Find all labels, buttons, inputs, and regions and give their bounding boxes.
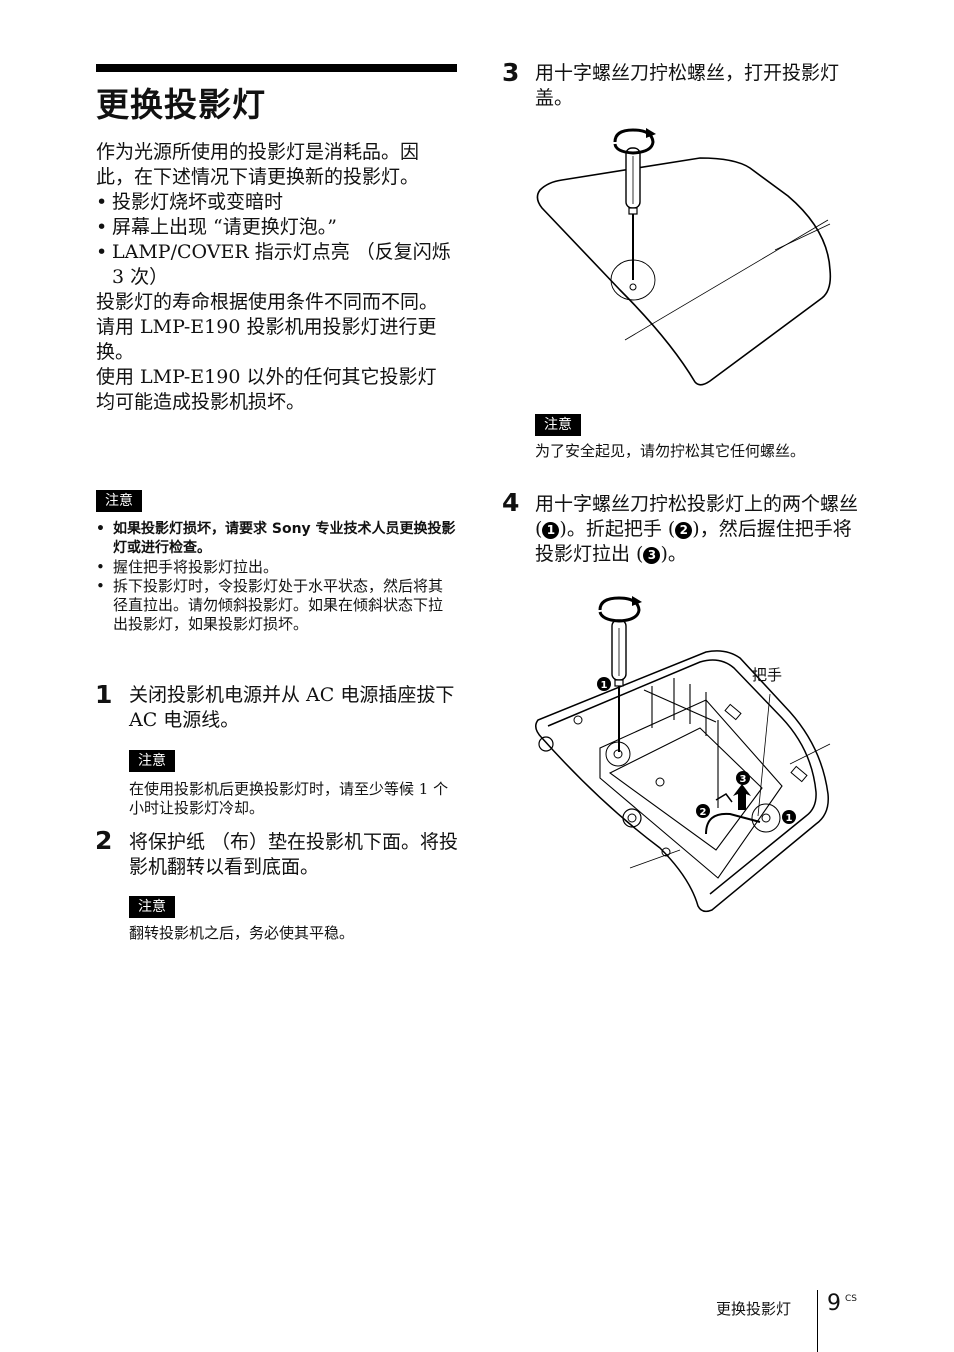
note-label: 注意 bbox=[129, 896, 175, 918]
step-text: 关闭投影机电源并从 AC 电源插座拔下 AC 电源线。 bbox=[129, 684, 455, 731]
svg-text:2: 2 bbox=[700, 807, 707, 818]
lamp-handle bbox=[705, 812, 761, 835]
marker-1-icon: 1 bbox=[542, 522, 560, 539]
intro-paragraph-3: 请用 LMP-E190 投影机用投影灯进行更换。 bbox=[96, 316, 437, 363]
step-number: 4 bbox=[502, 488, 520, 517]
handle-label: 把手 bbox=[752, 666, 783, 684]
step-text: 将保护纸 （布）垫在投影机下面。将投影机翻转以看到底面。 bbox=[129, 831, 459, 878]
rotate-arrow-icon bbox=[613, 128, 656, 155]
caution-list: •如果投影灯损坏，请要求 Sony 专业技术人员更换投影灯或进行检查。 •握住把… bbox=[96, 520, 456, 634]
figure-lamp-removal: 1 3 2 1 bbox=[535, 596, 831, 913]
note-label: 注意 bbox=[129, 750, 175, 772]
intro-bullet: •投影灯烧坏或变暗时 bbox=[96, 191, 284, 213]
page-title: 更换投影灯 bbox=[96, 85, 266, 124]
fold-arrow-icon bbox=[715, 793, 733, 803]
step-number: 3 bbox=[502, 58, 520, 87]
step-note-text: 翻转投影机之后，务必使其平稳。 bbox=[129, 924, 355, 942]
caution-block: 注意 bbox=[96, 490, 142, 512]
projector-bottom-outline bbox=[536, 157, 832, 386]
marker-2-icon: 2 bbox=[675, 522, 693, 539]
step-note-text: 在使用投影机后更换投影灯时，请至少等候 1 个小时让投影灯冷却。 bbox=[129, 780, 449, 817]
footer-divider bbox=[817, 1290, 818, 1352]
pull-arrow-icon bbox=[733, 784, 751, 810]
marker-1-icon: 1 bbox=[782, 810, 796, 824]
step-note: 注意 bbox=[129, 750, 175, 772]
title-rule bbox=[96, 64, 457, 72]
footer-section-title: 更换投影灯 bbox=[716, 1300, 792, 1318]
svg-text:1: 1 bbox=[786, 813, 793, 824]
marker-3-icon: 3 bbox=[736, 771, 750, 785]
guide-line bbox=[624, 219, 829, 341]
intro-bullet: •屏幕上出现 “请更换灯泡。” bbox=[96, 216, 337, 238]
figure-lamp-cover bbox=[536, 128, 832, 386]
screwdriver-icon bbox=[625, 147, 641, 280]
svg-text:1: 1 bbox=[601, 680, 608, 691]
page-number: 9 bbox=[827, 1291, 841, 1316]
marker-1-icon: 1 bbox=[597, 677, 611, 691]
intro-block: 作为光源所使用的投影灯是消耗品。因此，在下述情况下请更换新的投影灯。 •投影灯烧… bbox=[96, 140, 451, 415]
svg-text:3: 3 bbox=[740, 774, 747, 785]
note-label: 注意 bbox=[535, 414, 581, 436]
step-note-text: 为了安全起见，请勿拧松其它任何螺丝。 bbox=[535, 442, 806, 460]
intro-bullet: •LAMP/COVER 指示灯点亮 （反复闪烁 3 次） bbox=[96, 241, 451, 288]
projector-bottom-outline bbox=[535, 650, 829, 913]
marker-3-icon: 3 bbox=[643, 547, 661, 564]
step-text: 用十字螺丝刀拧松投影灯上的两个螺丝 (1)。折起把手 (2)，然后握住把手将投影… bbox=[535, 493, 859, 565]
marker-2-icon: 2 bbox=[696, 804, 710, 818]
step-note: 注意 bbox=[535, 414, 581, 436]
intro-paragraph-4: 使用 LMP-E190 以外的任何其它投影灯均可能造成投影机损坏。 bbox=[96, 366, 437, 413]
lamp-compartment bbox=[599, 678, 783, 879]
rotate-arrow-icon bbox=[598, 596, 642, 623]
step-text: 用十字螺丝刀拧松螺丝，打开投影灯盖。 bbox=[535, 62, 840, 109]
note-label: 注意 bbox=[96, 490, 142, 512]
page-language-code: CS bbox=[845, 1294, 857, 1304]
intro-bullet-list: •投影灯烧坏或变暗时 •屏幕上出现 “请更换灯泡。” •LAMP/COVER 指… bbox=[96, 190, 451, 290]
caution-item: •如果投影灯损坏，请要求 Sony 专业技术人员更换投影灯或进行检查。 bbox=[96, 521, 456, 556]
step-number: 2 bbox=[95, 826, 113, 855]
caution-item: •握住把手将投影灯拉出。 bbox=[96, 558, 279, 576]
caution-item: •拆下投影灯时，令投影灯处于水平状态，然后将其径直拉出。请勿倾斜投影灯。如果在倾… bbox=[96, 577, 444, 633]
step-number: 1 bbox=[95, 680, 113, 709]
intro-paragraph-2: 投影灯的寿命根据使用条件不同而不同。 bbox=[96, 291, 439, 313]
intro-paragraph-1: 作为光源所使用的投影灯是消耗品。因此，在下述情况下请更换新的投影灯。 bbox=[96, 141, 420, 188]
handle-leader-line bbox=[757, 693, 771, 817]
step-note: 注意 bbox=[129, 896, 175, 918]
